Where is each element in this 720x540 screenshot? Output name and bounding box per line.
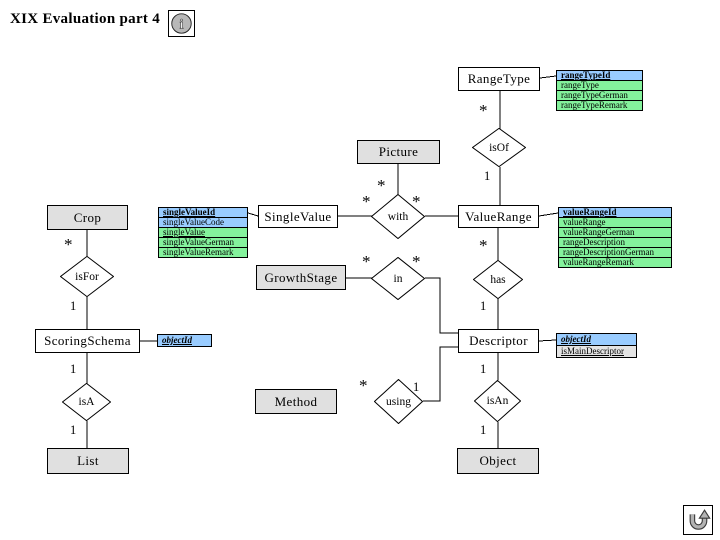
entity-object: Object [457, 448, 539, 474]
cardinality-in-growthstage: * [362, 252, 371, 271]
entity-method-label: Method [274, 393, 318, 409]
entity-descriptor-label: Descriptor [469, 333, 528, 348]
page-title: XIX Evaluation part 4 [10, 11, 161, 27]
attribute-scoringschema-objectid: objectId [157, 334, 212, 347]
valuerange-attribute-list: valueRangeId valueRange valueRangeGerman… [558, 207, 672, 268]
connector-descriptor-attrs [538, 339, 557, 342]
entity-valuerange: ValueRange [458, 205, 539, 228]
relationship-has-label: has [490, 273, 506, 286]
cardinality-with-singlevalue: * [362, 192, 371, 211]
entity-method: Method [255, 389, 337, 414]
cardinality-has-descriptor: 1 [480, 299, 487, 313]
entity-list-label: List [77, 453, 99, 468]
entity-crop: Crop [47, 205, 128, 230]
cardinality-crop-isfor: * [64, 235, 73, 254]
return-button[interactable] [683, 505, 713, 535]
entity-picture-label: Picture [378, 144, 419, 159]
cardinality-isfor-scoringschema: 1 [70, 299, 77, 313]
relationship-isfor: isFor [60, 256, 114, 297]
relationship-using: using [374, 379, 423, 424]
connector-singlevalue-attrs [247, 212, 259, 217]
entity-picture: Picture [357, 140, 440, 164]
info-icon: i [171, 13, 192, 34]
entity-rangetype-label: RangeType [467, 71, 531, 86]
attribute-valuerangeremark: valueRangeRemark [558, 257, 672, 268]
connector-in-descriptor [425, 277, 458, 334]
relationship-in: in [371, 257, 425, 300]
info-button[interactable]: i [168, 10, 195, 37]
entity-growthstage-label: GrowthStage [264, 269, 338, 285]
cardinality-isa-list: 1 [70, 423, 77, 437]
cardinality-valuerange-has: * [479, 236, 488, 255]
cardinality-descriptor-isan: 1 [480, 362, 487, 376]
return-arrow-icon [689, 509, 711, 530]
singlevalue-attribute-list: singleValueId singleValueCode singleValu… [158, 207, 248, 258]
scoringschema-attribute-list: objectId [157, 334, 212, 347]
cardinality-with-valuerange: * [412, 192, 421, 211]
relationship-has: has [473, 260, 523, 299]
cardinality-picture-with: * [377, 176, 386, 195]
attribute-singlevalueremark: singleValueRemark [158, 247, 248, 258]
svg-text:i: i [180, 18, 184, 33]
relationship-isa: isA [62, 383, 111, 421]
entity-crop-label: Crop [73, 209, 102, 225]
entity-descriptor: Descriptor [458, 329, 539, 353]
cardinality-scoringschema-isa: 1 [70, 362, 77, 376]
descriptor-attribute-list: objectId isMainDescriptor [556, 333, 637, 358]
relationship-using-label: using [386, 395, 411, 408]
entity-singlevalue-label: SingleValue [264, 208, 332, 224]
cardinality-using-method: * [359, 376, 368, 395]
entity-growthstage: GrowthStage [256, 265, 346, 290]
relationship-isof: isOf [472, 128, 526, 167]
relationship-in-label: in [393, 272, 403, 285]
connector-rangetype-attrs [539, 75, 557, 79]
attribute-rangetyperemark: rangeTypeRemark [556, 100, 643, 111]
relationship-with: with [371, 194, 425, 239]
entity-scoringschema: ScoringSchema [35, 329, 140, 353]
entity-valuerange-label: ValueRange [465, 208, 532, 224]
entity-rangetype: RangeType [458, 67, 540, 91]
entity-list: List [47, 448, 129, 474]
relationship-isof-label: isOf [489, 141, 509, 154]
cardinality-in-descriptor: * [412, 252, 421, 271]
relationship-isa-label: isA [78, 396, 95, 408]
cardinality-isan-object: 1 [480, 423, 487, 437]
entity-scoringschema-label: ScoringSchema [44, 333, 131, 348]
connector-valuerange-attrs [538, 212, 559, 217]
cardinality-using-descriptor: 1 [413, 380, 420, 394]
cardinality-rangetype-isof: * [479, 101, 488, 120]
entity-object-label: Object [479, 453, 517, 468]
relationship-isan-label: isAn [486, 395, 509, 407]
cardinality-isof-valuerange: 1 [484, 169, 491, 183]
entity-singlevalue: SingleValue [258, 205, 338, 228]
relationship-with-label: with [387, 210, 409, 223]
relationship-isfor-label: isFor [75, 270, 99, 283]
rangetype-attribute-list: rangeTypeId rangeType rangeTypeGerman ra… [556, 70, 643, 111]
relationship-isan: isAn [474, 380, 521, 422]
attribute-ismaindescriptor: isMainDescriptor [556, 345, 637, 358]
connector-descriptor-using [423, 346, 458, 402]
